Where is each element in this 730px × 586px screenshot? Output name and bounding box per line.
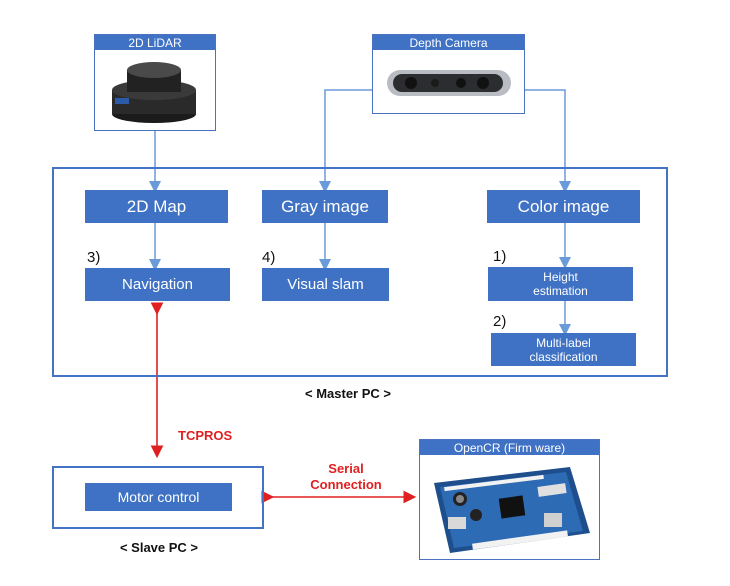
lidar-device: 2D LiDAR — [94, 34, 216, 131]
opencr-device: OpenCR (Firm ware) — [419, 439, 600, 560]
slave-pc-label: < Slave PC > — [119, 540, 199, 555]
step-label-2: 2) — [493, 313, 507, 330]
navigation-box: Navigation — [85, 268, 230, 301]
depth-camera-device: Depth Camera — [372, 34, 525, 114]
color-image-box: Color image — [487, 190, 640, 223]
motor-control-box: Motor control — [85, 483, 232, 511]
lidar-image — [112, 62, 196, 123]
serial-connection-label: Serial Connection — [310, 461, 382, 492]
step-label-3: 3) — [87, 249, 101, 266]
lidar-label: 2D LiDAR — [95, 35, 215, 50]
tcpros-label: TCPROS — [178, 428, 233, 443]
multilabel-box: Multi-label classification — [491, 333, 636, 366]
depth-camera-image — [387, 70, 511, 96]
arrow-camera-to-color — [524, 89, 571, 193]
master-pc-frame — [52, 167, 668, 377]
slave-pc-frame — [52, 466, 264, 529]
arrow-camera-to-gray — [319, 89, 372, 193]
gray-image-box: Gray image — [262, 190, 388, 223]
step-label-4: 4) — [262, 249, 276, 266]
map-box: 2D Map — [85, 190, 228, 223]
step-label-1: 1) — [493, 248, 507, 265]
visual-slam-box: Visual slam — [262, 268, 389, 301]
master-pc-label: < Master PC > — [305, 386, 391, 401]
opencr-label: OpenCR (Firm ware) — [420, 440, 599, 455]
opencr-board-image — [434, 467, 590, 553]
height-estimation-box: Height estimation — [488, 267, 633, 301]
depth-camera-label: Depth Camera — [373, 35, 524, 50]
